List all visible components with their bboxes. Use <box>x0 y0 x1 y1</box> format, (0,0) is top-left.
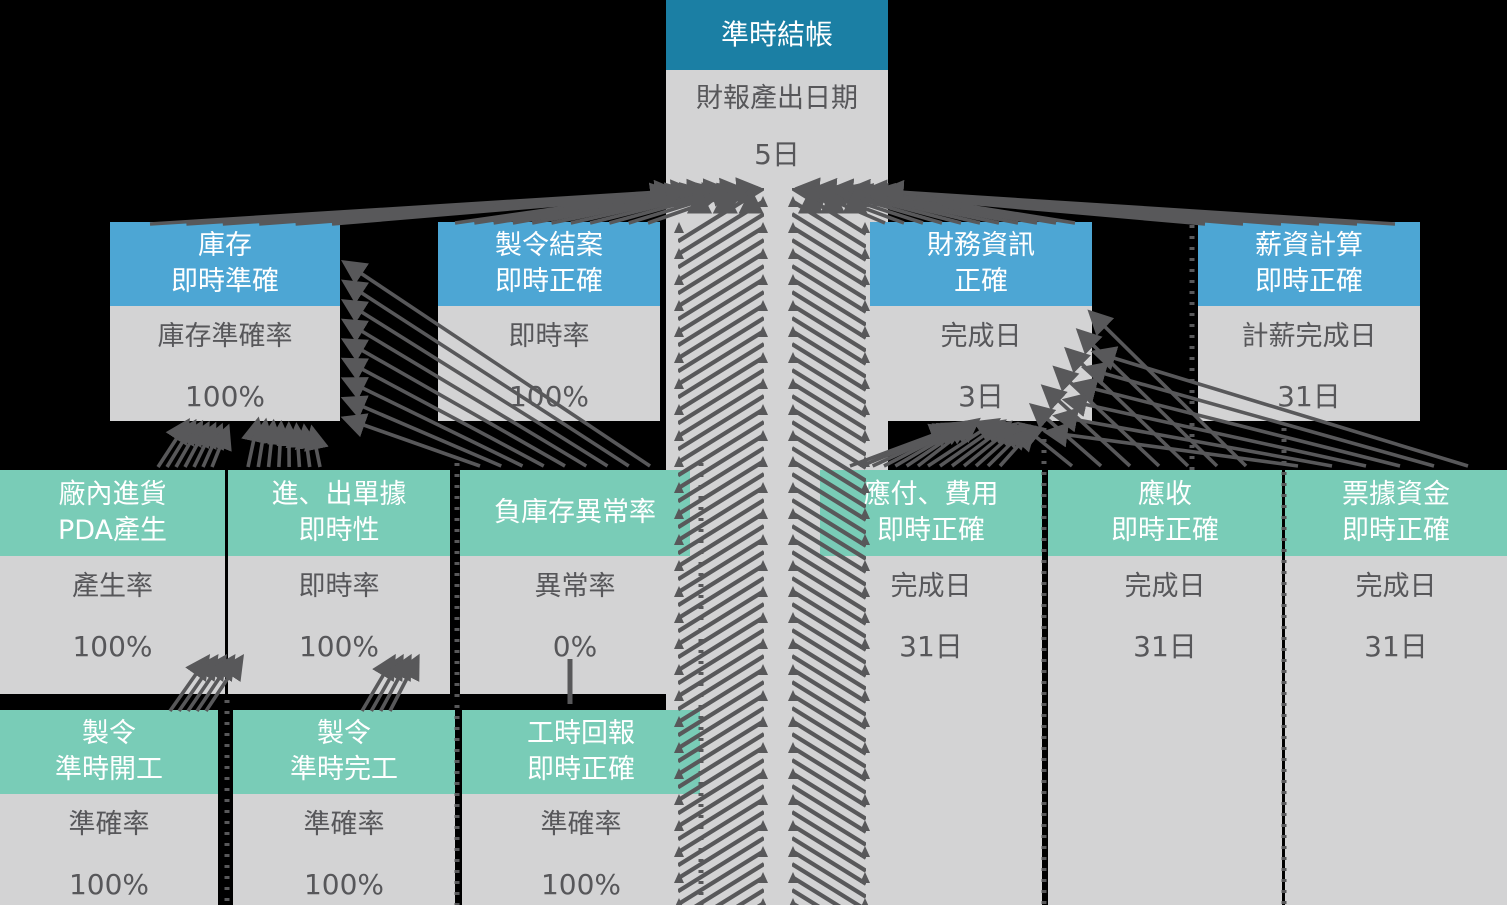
node-metric: 準確率 <box>540 809 622 840</box>
node-metric: 財報產出日期 <box>696 83 858 114</box>
node-value: 100% <box>298 630 380 664</box>
node-metric: 即時率 <box>508 321 590 352</box>
node-label: 票據資金 即時正確 <box>1342 479 1450 546</box>
node-header: 工時回報 即時正確 <box>462 710 700 794</box>
node-body: 庫存準確率 100% <box>110 306 340 421</box>
node-value: 31日 <box>1277 380 1341 414</box>
node-zhiling[interactable]: 製令結案 即時正確 即時率 100% <box>438 222 660 421</box>
node-wangong[interactable]: 製令 準時完工 準確率 100% <box>233 710 455 905</box>
node-value: 100% <box>540 868 622 902</box>
node-gongshi[interactable]: 工時回報 即時正確 準確率 100% <box>462 710 700 905</box>
node-yingshou[interactable]: 應收 即時正確 完成日 31日 <box>1048 470 1282 905</box>
node-metric: 庫存準確率 <box>157 321 293 352</box>
node-metric: 完成日 <box>1124 571 1206 602</box>
node-body: 完成日 31日 <box>820 556 1042 905</box>
node-header: 進、出單據 即時性 <box>228 470 450 556</box>
node-body: 準確率 100% <box>0 794 218 905</box>
node-piaoju[interactable]: 票據資金 即時正確 完成日 31日 <box>1285 470 1507 905</box>
node-label: 廠內進貨 PDA產生 <box>57 479 168 546</box>
node-metric: 異常率 <box>534 571 616 602</box>
node-value: 100% <box>303 868 385 902</box>
node-value: 3日 <box>958 380 1004 414</box>
node-label: 製令結案 即時正確 <box>495 230 603 297</box>
node-label: 準時結帳 <box>720 17 833 51</box>
node-metric: 計薪完成日 <box>1241 321 1377 352</box>
node-header: 薪資計算 即時正確 <box>1198 222 1420 306</box>
node-caiwu[interactable]: 財務資訊 正確 完成日 3日 <box>870 222 1092 421</box>
node-label: 應收 即時正確 <box>1111 479 1219 546</box>
node-metric: 準確率 <box>303 809 385 840</box>
node-value: 31日 <box>1133 630 1197 664</box>
node-value: 100% <box>68 868 150 902</box>
node-body: 完成日 31日 <box>1048 556 1282 905</box>
node-xinzi[interactable]: 薪資計算 即時正確 計薪完成日 31日 <box>1198 222 1420 421</box>
node-body: 異常率 0% <box>460 556 690 694</box>
node-label: 工時回報 即時正確 <box>527 718 635 785</box>
node-header: 應收 即時正確 <box>1048 470 1282 556</box>
node-body: 計薪完成日 31日 <box>1198 306 1420 421</box>
node-header: 庫存 即時準確 <box>110 222 340 306</box>
node-header: 負庫存異常率 <box>460 470 690 556</box>
node-metric: 產生率 <box>72 571 153 602</box>
node-fukucun[interactable]: 負庫存異常率 異常率 0% <box>460 470 690 694</box>
node-kaigong[interactable]: 製令 準時開工 準確率 100% <box>0 710 218 905</box>
node-metric: 完成日 <box>940 321 1022 352</box>
node-changnei[interactable]: 廠內進貨 PDA產生 產生率 100% <box>0 470 225 694</box>
node-header: 製令 準時開工 <box>0 710 218 794</box>
node-value: 0% <box>552 630 598 664</box>
node-label: 庫存 即時準確 <box>171 230 279 297</box>
node-value: 5日 <box>754 138 800 172</box>
node-body: 完成日 31日 <box>1285 556 1507 905</box>
node-value: 31日 <box>1364 630 1428 664</box>
node-body: 產生率 100% <box>0 556 225 694</box>
node-label: 進、出單據 即時性 <box>271 479 407 546</box>
node-jinchu[interactable]: 進、出單據 即時性 即時率 100% <box>228 470 450 694</box>
node-label: 製令 準時開工 <box>55 718 163 785</box>
node-value: 100% <box>72 630 153 664</box>
node-value: 100% <box>508 380 590 414</box>
node-header: 應付、費用 即時正確 <box>820 470 1042 556</box>
node-body: 準確率 100% <box>462 794 700 905</box>
node-body: 即時率 100% <box>438 306 660 421</box>
node-header: 廠內進貨 PDA產生 <box>0 470 225 556</box>
node-value: 31日 <box>899 630 963 664</box>
node-header: 製令結案 即時正確 <box>438 222 660 306</box>
node-metric: 完成日 <box>890 571 972 602</box>
node-metric: 準確率 <box>68 809 150 840</box>
node-body: 完成日 3日 <box>870 306 1092 421</box>
node-body: 準確率 100% <box>233 794 455 905</box>
node-value: 100% <box>184 380 266 414</box>
node-label: 應付、費用 即時正確 <box>863 479 999 546</box>
node-body: 即時率 100% <box>228 556 450 694</box>
node-header: 製令 準時完工 <box>233 710 455 794</box>
node-header: 準時結帳 <box>666 0 888 70</box>
node-metric: 即時率 <box>298 571 380 602</box>
node-label: 薪資計算 即時正確 <box>1255 230 1363 297</box>
node-header: 財務資訊 正確 <box>870 222 1092 306</box>
node-metric: 完成日 <box>1355 571 1437 602</box>
node-header: 票據資金 即時正確 <box>1285 470 1507 556</box>
node-label: 製令 準時完工 <box>290 718 398 785</box>
node-label: 財務資訊 正確 <box>927 230 1035 297</box>
node-label: 負庫存異常率 <box>494 497 656 529</box>
node-kucun[interactable]: 庫存 即時準確 庫存準確率 100% <box>110 222 340 421</box>
node-yingfu[interactable]: 應付、費用 即時正確 完成日 31日 <box>820 470 1042 905</box>
